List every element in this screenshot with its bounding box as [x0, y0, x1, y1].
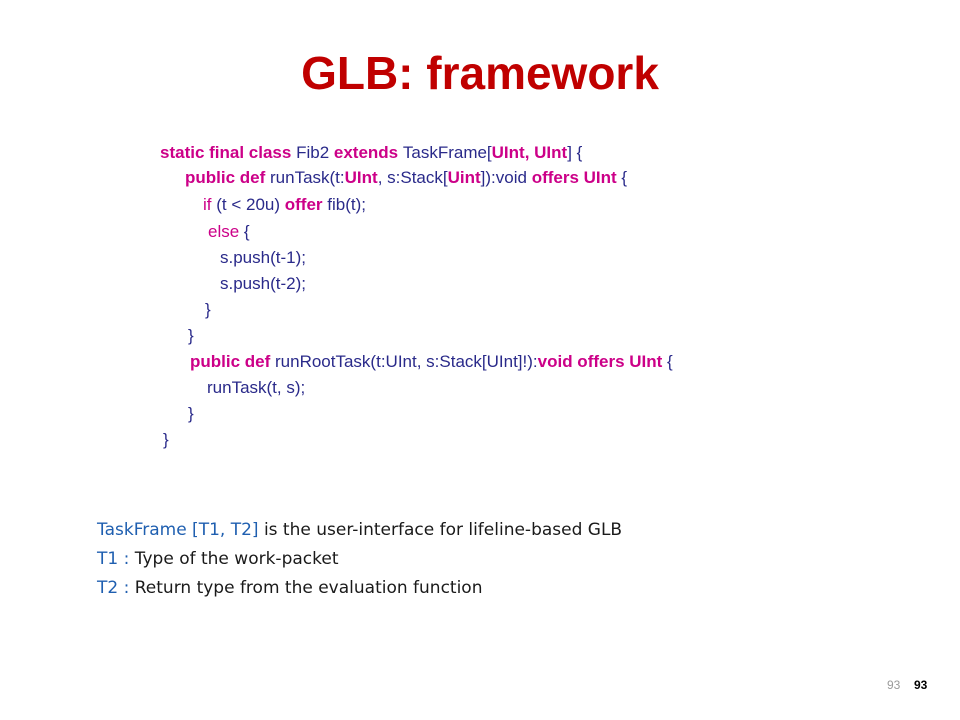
- code-keyword: void offers UInt: [537, 352, 668, 371]
- page-number: 93: [914, 678, 928, 692]
- code-keyword: static final class: [160, 143, 297, 162]
- code-keyword: else: [208, 222, 244, 241]
- code-text: runTask(t, s);: [207, 378, 306, 397]
- description-text: is the user-interface for lifeline-based…: [258, 520, 623, 540]
- code-line: runTask(t, s);: [207, 375, 305, 401]
- code-text: TaskFrame[: [402, 143, 492, 162]
- code-line: else {: [208, 219, 250, 245]
- code-keyword: public def: [185, 168, 270, 187]
- code-line: s.push(t-2);: [220, 271, 306, 297]
- code-line: public def runRootTask(t:UInt, s:Stack[U…: [190, 349, 673, 375]
- code-line: if (t < 20u) offer fib(t);: [203, 192, 366, 218]
- code-text: s.push(t-2);: [220, 274, 306, 293]
- description-text: Type of the work-packet: [129, 549, 339, 569]
- code-keyword: Uint: [447, 168, 481, 187]
- code-text: (t < 20u): [216, 195, 285, 214]
- code-line: }: [188, 401, 194, 427]
- code-line: }: [188, 323, 194, 349]
- description-term: T1 :: [97, 549, 130, 569]
- code-keyword: public def: [190, 352, 275, 371]
- description-term: T2 :: [97, 578, 130, 598]
- code-text: ]):void: [480, 168, 532, 187]
- description-text: Return type from the evaluation function: [129, 578, 483, 598]
- description-item: T2 : Return type from the evaluation fun…: [97, 574, 622, 603]
- code-keyword: UInt, UInt: [491, 143, 568, 162]
- code-keyword: UInt: [344, 168, 378, 187]
- code-text: }: [188, 326, 194, 345]
- code-keyword: offers UInt: [531, 168, 622, 187]
- code-text: }: [188, 404, 194, 423]
- code-line: public def runTask(t:UInt, s:Stack[Uint]…: [185, 165, 627, 191]
- description-item: TaskFrame [T1, T2] is the user-interface…: [97, 516, 622, 545]
- code-text: }: [163, 430, 169, 449]
- slide-title: GLB: framework: [301, 47, 659, 99]
- code-text: {: [667, 352, 673, 371]
- code-line: s.push(t-1);: [220, 245, 306, 271]
- code-text: ] {: [567, 143, 583, 162]
- code-text: {: [621, 168, 628, 187]
- description-list: TaskFrame [T1, T2] is the user-interface…: [97, 516, 622, 603]
- code-text: , s:Stack[: [377, 168, 448, 187]
- code-text: s.push(t-1);: [220, 248, 306, 267]
- code-keyword: if: [203, 195, 217, 214]
- code-text: {: [243, 222, 250, 241]
- description-term: TaskFrame [T1, T2]: [97, 520, 259, 540]
- code-text: Fib2: [296, 143, 334, 162]
- code-text: }: [205, 300, 211, 319]
- page-number-faint: 93: [887, 678, 901, 692]
- description-item: T1 : Type of the work-packet: [97, 545, 622, 574]
- code-text: runRootTask(t:UInt, s:Stack[UInt]!):: [275, 352, 538, 371]
- code-line: }: [205, 297, 211, 323]
- code-keyword: extends: [333, 143, 403, 162]
- code-text: fib(t);: [327, 195, 366, 214]
- code-line: }: [163, 427, 169, 453]
- code-keyword: offer: [284, 195, 328, 214]
- code-text: runTask(t:: [270, 168, 345, 187]
- code-line: static final class Fib2 extends TaskFram…: [160, 140, 582, 166]
